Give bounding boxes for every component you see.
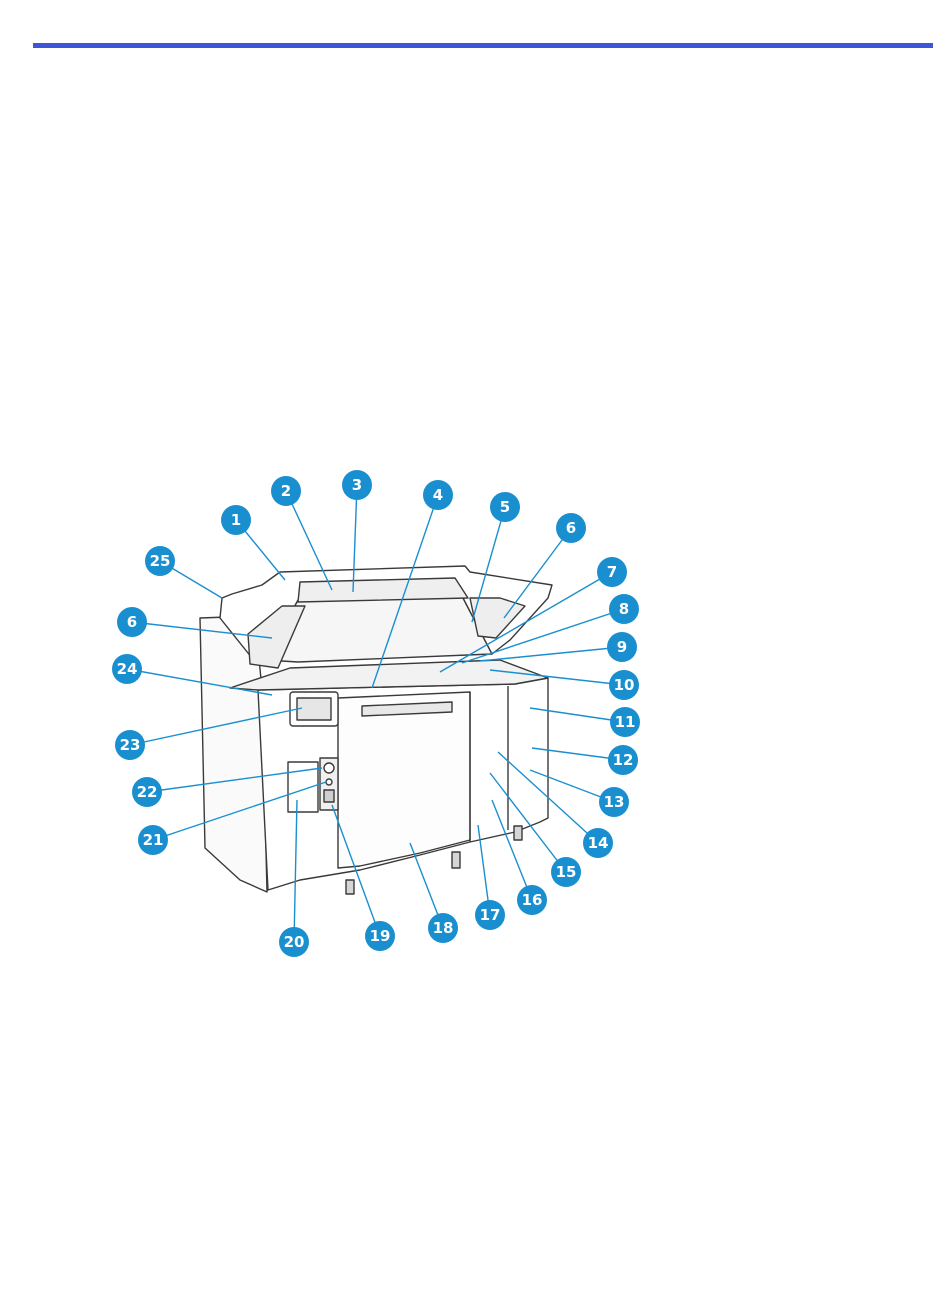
callout-number: 20: [284, 933, 305, 951]
callout-21: 21: [138, 825, 168, 855]
callout-25: 25: [145, 546, 175, 576]
callout-number: 18: [433, 919, 454, 937]
foot-left: [346, 880, 354, 894]
callout-20: 20: [279, 927, 309, 957]
callout-9: 9: [607, 632, 637, 662]
callout-number: 4: [433, 486, 443, 504]
callout-22: 22: [132, 777, 162, 807]
callout-10: 10: [609, 670, 639, 700]
callout-number: 9: [617, 638, 627, 656]
callout-number: 25: [150, 552, 171, 570]
callout-number: 24: [117, 660, 138, 678]
callout-5: 5: [490, 492, 520, 522]
callout-number: 23: [120, 736, 141, 754]
foot-right: [514, 826, 522, 840]
callout-19: 19: [365, 921, 395, 951]
power-switch: [324, 790, 334, 802]
touchscreen-display: [297, 698, 331, 720]
callout-2: 2: [271, 476, 301, 506]
leader-line-9: [480, 647, 622, 661]
callout-number: 21: [143, 831, 164, 849]
callout-7: 7: [597, 557, 627, 587]
power-knob: [324, 763, 334, 773]
callout-6: 6: [117, 607, 147, 637]
callout-number: 5: [500, 498, 510, 516]
callout-number: 6: [566, 519, 576, 537]
callout-8: 8: [609, 594, 639, 624]
callout-number: 6: [127, 613, 137, 631]
callout-23: 23: [115, 730, 145, 760]
callout-15: 15: [551, 857, 581, 887]
callout-number: 7: [607, 563, 617, 581]
callout-6: 6: [556, 513, 586, 543]
callout-number: 15: [556, 863, 577, 881]
callout-1: 1: [221, 505, 251, 535]
callout-3: 3: [342, 470, 372, 500]
callout-4: 4: [423, 480, 453, 510]
callout-24: 24: [112, 654, 142, 684]
foot-center: [452, 852, 460, 868]
callout-number: 16: [522, 891, 543, 909]
callout-number: 13: [604, 793, 625, 811]
callout-number: 11: [615, 713, 636, 731]
lid-inner-panel: [298, 578, 468, 602]
callout-13: 13: [599, 787, 629, 817]
callout-number: 17: [480, 906, 501, 924]
callout-number: 2: [281, 482, 291, 500]
callout-number: 10: [614, 676, 635, 694]
callout-number: 19: [370, 927, 391, 945]
callout-number: 14: [588, 834, 609, 852]
callout-number: 8: [619, 600, 629, 618]
callout-number: 12: [613, 751, 634, 769]
printer-illustration: [200, 566, 552, 894]
callout-number: 3: [352, 476, 362, 494]
callout-14: 14: [583, 828, 613, 858]
callout-11: 11: [610, 707, 640, 737]
callout-18: 18: [428, 913, 458, 943]
callout-17: 17: [475, 900, 505, 930]
callout-12: 12: [608, 745, 638, 775]
callout-number: 22: [137, 783, 158, 801]
front-door: [338, 692, 470, 868]
callout-16: 16: [517, 885, 547, 915]
indicator-light: [326, 779, 332, 785]
callout-number: 1: [231, 511, 241, 529]
